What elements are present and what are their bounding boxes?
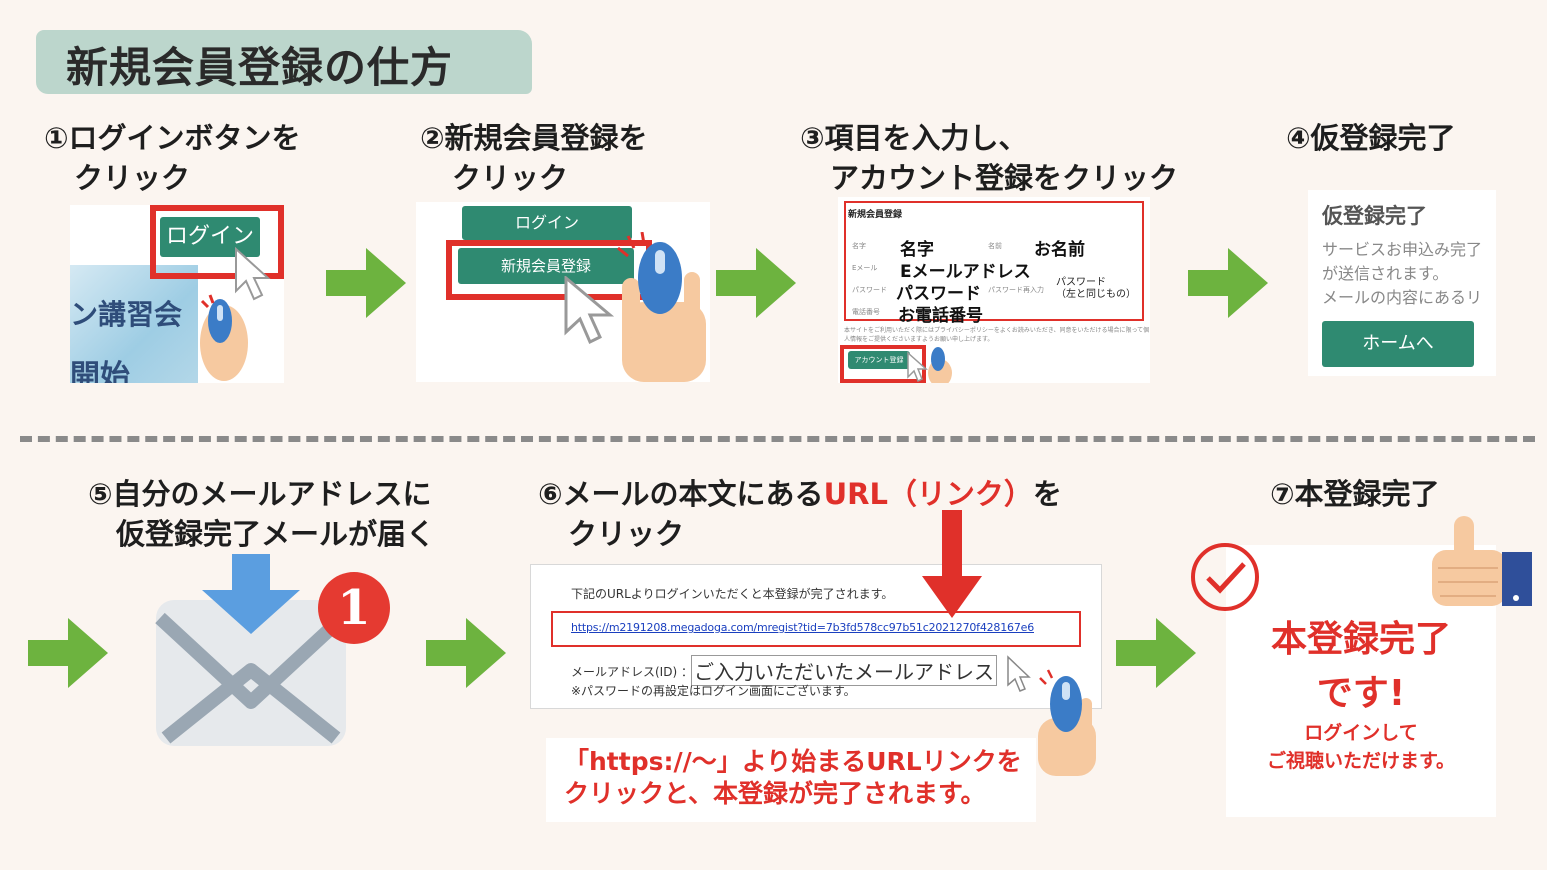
step4-label: ④仮登録完了: [1286, 118, 1456, 158]
step3-line2: アカウント登録をクリック: [830, 161, 1179, 195]
arrow-right-icon: [1116, 618, 1196, 688]
provisional-text-2: が送信されます。: [1322, 264, 1449, 283]
step7-label: ⑦本登録完了: [1270, 474, 1440, 514]
step6-line2: クリック: [568, 517, 685, 551]
form-header: 新規会員登録: [848, 210, 903, 220]
arrow-right-icon: [28, 618, 108, 688]
complete-big-2: です!: [1316, 673, 1406, 714]
arrow-right-icon: [326, 248, 406, 318]
password-note: ※パスワードの再設定はログイン画面にございます。: [571, 684, 856, 698]
banner-text: ン講習会: [70, 298, 183, 331]
step7-line1: ⑦本登録完了: [1270, 477, 1440, 511]
step6-email-screenshot: 下記のURLよりログインいただくと本登録が完了されます。 https://m21…: [530, 564, 1102, 709]
step5-line2: 仮登録完了メールが届く: [116, 517, 436, 551]
input-mei[interactable]: お名前: [1034, 240, 1085, 260]
cursor-icon: [564, 276, 615, 345]
register-button[interactable]: 新規会員登録: [458, 248, 634, 284]
step1-line2: クリック: [74, 161, 191, 195]
mouse-hand-icon: [200, 294, 248, 381]
complete-subtext: ログインして ご視聴いただけます。: [1226, 719, 1496, 775]
submit-highlight: [840, 345, 926, 383]
step1-screenshot: ン講習会 開始 ログイン: [70, 205, 284, 383]
cursor-icon: [235, 247, 271, 301]
step6-line1-c: を: [1032, 477, 1062, 511]
section-divider: [20, 436, 1535, 442]
step6-line1-b: URL（リンク）: [823, 477, 1033, 511]
step2-screenshot: ログイン 新規会員登録: [416, 202, 710, 382]
arrow-right-icon: [716, 248, 796, 318]
input-tel[interactable]: お電話番号: [898, 306, 983, 326]
pw2-text-a: パスワード: [1056, 277, 1106, 288]
label-tel: 電話番号: [852, 308, 880, 316]
label-mei: 名前: [988, 242, 1002, 250]
mouse-hand-icon: [1038, 669, 1096, 776]
step1-label: ①ログインボタンを クリック: [44, 118, 301, 198]
step4-line1: ④仮登録完了: [1286, 121, 1456, 155]
caption-line-1: 「https://～」より始まるURLリンクを: [564, 747, 1022, 776]
step5-label: ⑤自分のメールアドレスに 仮登録完了メールが届く: [88, 474, 435, 554]
provisional-heading: 仮登録完了: [1322, 204, 1427, 228]
course-banner: [70, 265, 198, 383]
login-button[interactable]: ログイン: [160, 217, 260, 257]
mouse-hand-icon: [907, 347, 952, 383]
step3-line1: ③項目を入力し、: [800, 121, 1028, 155]
step6-label: ⑥メールの本文にあるURL（リンク）を クリック: [538, 474, 1062, 554]
title-background: [36, 30, 532, 94]
mail-id-label: メールアドレス(ID) ：: [571, 665, 693, 679]
complete-small-1: ログインして: [1304, 722, 1418, 744]
step6-line1-a: ⑥メールの本文にある: [538, 477, 824, 511]
provisional-body: サービスお申込み完了 が送信されます。 メールの内容にあるリ: [1322, 238, 1482, 310]
arrow-down-icon: [922, 510, 982, 618]
complete-message: 本登録完了 です!: [1226, 613, 1496, 721]
label-password: パスワード: [852, 286, 887, 294]
complete-big-1: 本登録完了: [1270, 619, 1451, 660]
email-intro: 下記のURLよりログインいただくと本登録が完了されます。: [571, 587, 894, 601]
notification-badge: 1: [318, 572, 390, 644]
thumbs-up-icon: [1432, 516, 1532, 606]
form-highlight: [844, 201, 1144, 321]
label-email: Eメール: [852, 264, 878, 272]
input-email[interactable]: Eメールアドレス: [900, 262, 1031, 282]
caption-line-2: クリックと、本登録が完了されます。: [564, 779, 986, 808]
step1-line1: ①ログインボタンを: [44, 121, 301, 155]
label-password-confirm: パスワード再入力: [988, 286, 1044, 294]
step2-line1: ②新規会員登録を: [420, 121, 648, 155]
input-sei[interactable]: 名字: [900, 240, 934, 260]
complete-small-2: ご視聴いただけます。: [1266, 750, 1456, 772]
account-register-button[interactable]: アカウント登録: [848, 351, 910, 369]
cursor-icon: [1007, 655, 1031, 692]
step5-line1: ⑤自分のメールアドレスに: [88, 477, 432, 511]
login-button[interactable]: ログイン: [462, 206, 632, 240]
privacy-note-2: 人情報をご提供くださいますようお願い申し上げます。: [844, 336, 994, 343]
arrow-right-icon: [426, 618, 506, 688]
checkmark-circle-icon: [1191, 543, 1259, 611]
registration-url-link[interactable]: https://m2191208.megadoga.com/mregist?ti…: [571, 621, 1034, 634]
arrow-right-icon: [1188, 248, 1268, 318]
label-sei: 名字: [852, 242, 866, 250]
step3-label: ③項目を入力し、 アカウント登録をクリック: [800, 118, 1178, 198]
mail-inbox-icon: [155, 554, 347, 746]
mouse-hand-icon: [617, 232, 706, 382]
provisional-text-3: メールの内容にあるリ: [1322, 288, 1483, 307]
step3-screenshot: 新規会員登録 名字 名字 名前 お名前 Eメール Eメールアドレス パスワード …: [838, 197, 1150, 383]
step2-line2: クリック: [452, 161, 569, 195]
privacy-note-1: 本サイトをご利用いただく際にはプライバシーポリシーをよくお読みいただき、同意をい…: [844, 327, 1150, 334]
page-title: 新規会員登録の仕方: [66, 43, 454, 92]
input-password-confirm[interactable]: パスワード （左と同じもの）: [1056, 277, 1136, 301]
provisional-text-1: サービスお申込み完了: [1322, 240, 1483, 259]
home-button[interactable]: ホームへ: [1322, 321, 1474, 367]
mail-id-value: ご入力いただいたメールアドレス: [691, 655, 997, 686]
step2-label: ②新規会員登録を クリック: [420, 118, 648, 198]
input-password[interactable]: パスワード: [896, 284, 981, 304]
step4-screenshot: 仮登録完了 サービスお申込み完了 が送信されます。 メールの内容にあるリ ホーム…: [1308, 190, 1496, 376]
url-highlight: [551, 611, 1081, 647]
step6-caption-box: 「https://～」より始まるURLリンクを クリックと、本登録が完了されます…: [546, 738, 1036, 822]
login-highlight: [150, 205, 284, 279]
pw2-text-b: （左と同じもの）: [1056, 289, 1136, 300]
step6-caption: 「https://～」より始まるURLリンクを クリックと、本登録が完了されます…: [564, 746, 1022, 810]
banner-text-2: 開始: [70, 359, 130, 383]
